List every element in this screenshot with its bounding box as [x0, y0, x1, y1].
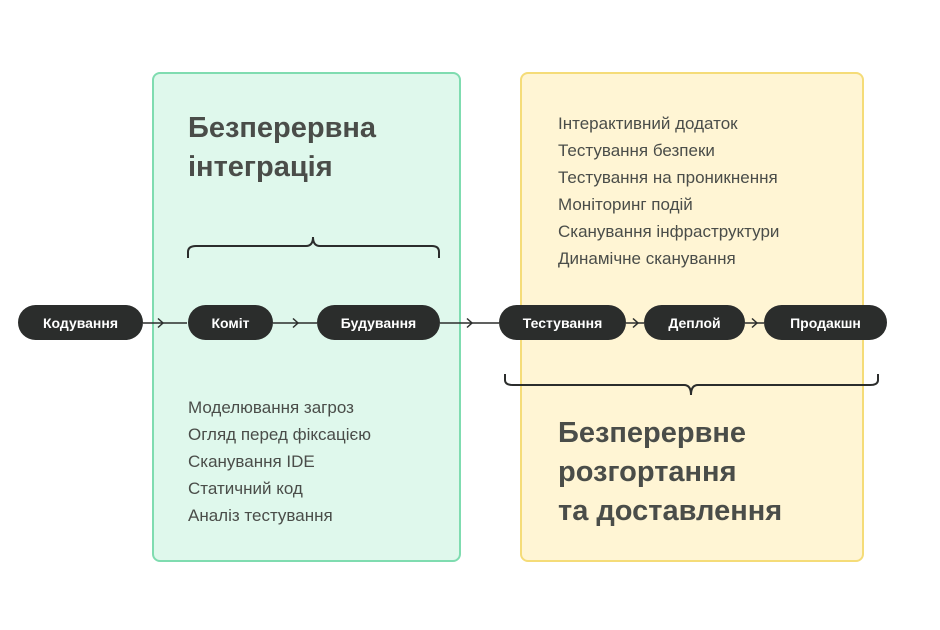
arrow-deploy-production — [745, 317, 764, 329]
list-item: Інтерактивний додаток — [558, 114, 738, 133]
arrow-commit-build — [273, 317, 317, 329]
stage-testing: Тестування — [499, 305, 626, 340]
stage-commit: Коміт — [188, 305, 273, 340]
list-item: Динамічне сканування — [558, 249, 736, 268]
list-item: Тестування безпеки — [558, 141, 715, 160]
list-item: Статичний код — [188, 479, 303, 498]
cd-title-line: Безперервне — [558, 417, 747, 449]
ci-title-line: інтеграція — [188, 151, 333, 183]
ci-title: Безперервна інтеграція — [188, 109, 376, 187]
ci-practices-list: Моделювання загроз Огляд перед фіксацією… — [188, 394, 371, 529]
cd-title: Безперервне розгортання та доставлення — [558, 414, 782, 531]
ci-brace — [187, 236, 440, 258]
arrow-build-test — [440, 317, 499, 329]
arrow-test-deploy — [626, 317, 644, 329]
arrow-coding-commit — [143, 317, 187, 329]
cd-practices-list: Інтерактивний додаток Тестування безпеки… — [558, 110, 779, 272]
cd-title-line: розгортання — [558, 456, 737, 488]
stage-deploy: Деплой — [644, 305, 745, 340]
stage-coding: Кодування — [18, 305, 143, 340]
stage-build: Будування — [317, 305, 440, 340]
ci-title-line: Безперервна — [188, 112, 377, 144]
cd-brace — [504, 374, 879, 396]
stage-production: Продакшн — [764, 305, 887, 340]
list-item: Сканування IDE — [188, 452, 315, 471]
list-item: Моніторинг подій — [558, 195, 693, 214]
list-item: Моделювання загроз — [188, 398, 354, 417]
cd-title-line: та доставлення — [558, 495, 783, 527]
list-item: Сканування інфраструктури — [558, 222, 780, 241]
list-item: Аналіз тестування — [188, 506, 333, 525]
list-item: Огляд перед фіксацією — [188, 425, 371, 444]
list-item: Тестування на проникнення — [558, 168, 778, 187]
